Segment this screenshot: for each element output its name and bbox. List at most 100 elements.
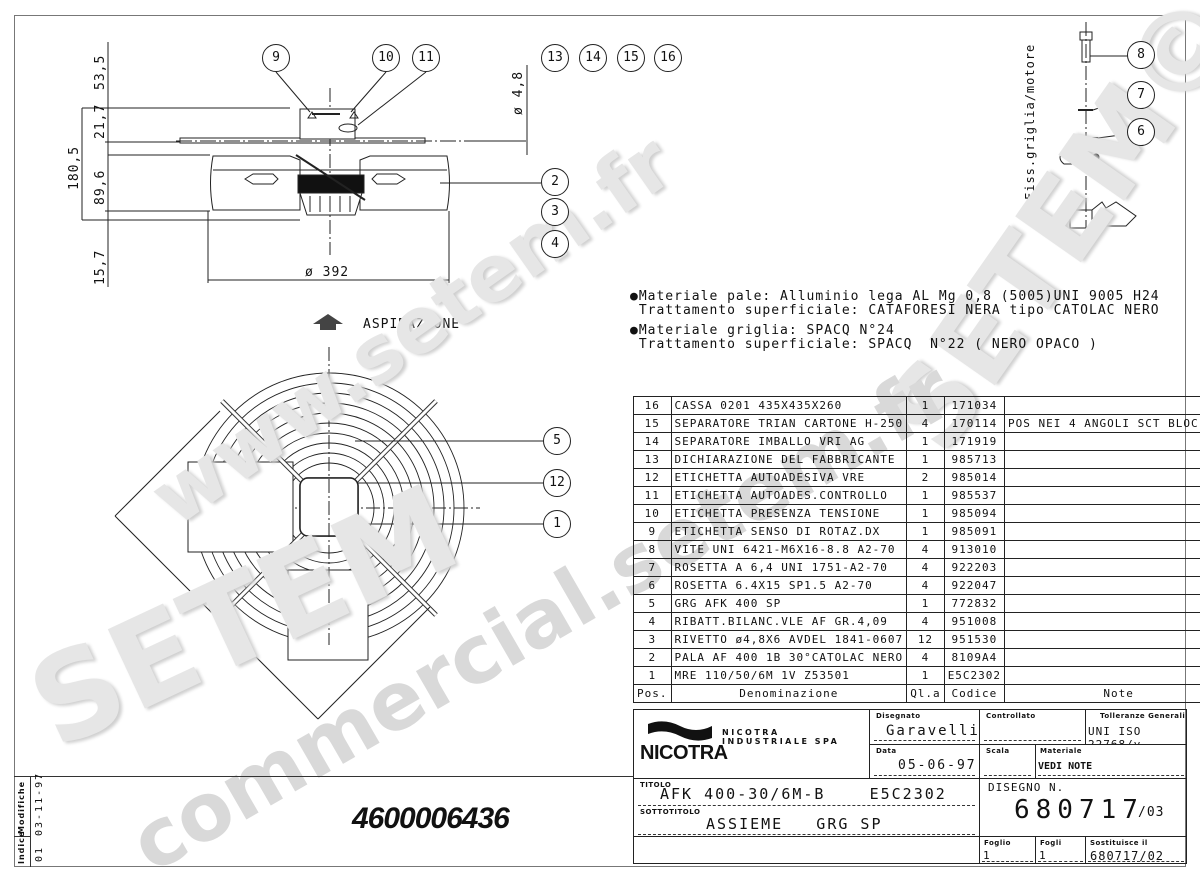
tolleranze-value: UNI ISO 22768/v: [1088, 725, 1186, 745]
header-quantita: Ql.a: [907, 685, 945, 703]
cell-cod: 171034: [944, 397, 1004, 415]
sottotitolo-value: ASSIEME GRG SP: [706, 815, 883, 833]
empty-cell: [633, 836, 980, 864]
foglio-cell: Foglio 1: [979, 836, 1036, 864]
cell-note: [1005, 613, 1200, 631]
header-denominazione: Denominazione: [671, 685, 907, 703]
cell-cod: 922047: [944, 577, 1004, 595]
cell-qta: 1: [907, 397, 945, 415]
cell-pos: 8: [634, 541, 672, 559]
cell-den: PALA AF 400 1B 30°CATOLAC NERO: [671, 649, 907, 667]
tolleranze-label: Tolleranze Generali: [1100, 712, 1185, 720]
cell-note: [1005, 631, 1200, 649]
data-cell: Data 05-06-97: [869, 744, 980, 779]
cell-cod: 8109A4: [944, 649, 1004, 667]
dim-180-5: 180,5: [67, 146, 82, 190]
cell-note: [1005, 541, 1200, 559]
cell-pos: 15: [634, 415, 672, 433]
balloon-13: 13: [541, 44, 569, 72]
data-label: Data: [876, 747, 897, 755]
nicotra-logo-wave-icon: [646, 720, 716, 742]
cell-pos: 9: [634, 523, 672, 541]
balloon-11: 11: [412, 44, 440, 72]
foglio-label: Foglio: [984, 839, 1011, 847]
cell-pos: 3: [634, 631, 672, 649]
note-line-3: ●Materiale griglia: SPACQ N°24: [630, 324, 1160, 338]
balloon-4: 4: [541, 230, 569, 258]
cell-qta: 12: [907, 631, 945, 649]
fogli-cell: Fogli 1: [1035, 836, 1086, 864]
cell-cod: 170114: [944, 415, 1004, 433]
revision-divider: [30, 776, 31, 867]
cell-note: [1005, 433, 1200, 451]
cell-qta: 4: [907, 577, 945, 595]
cell-den: ROSETTA A 6,4 UNI 1751-A2-70: [671, 559, 907, 577]
dim-15-7: 15,7: [93, 250, 108, 285]
cell-pos: 16: [634, 397, 672, 415]
dim-diameter-392: ø 392: [305, 265, 349, 280]
scala-cell: Scala: [979, 744, 1036, 779]
note-line-2: Trattamento superficiale: CATAFORESI NER…: [630, 304, 1160, 318]
balloon-15: 15: [617, 44, 645, 72]
cell-qta: 1: [907, 595, 945, 613]
scala-label: Scala: [986, 747, 1010, 755]
cell-den: ETICHETTA PRESENZA TENSIONE: [671, 505, 907, 523]
cell-qta: 1: [907, 523, 945, 541]
material-notes: ●Materiale pale: Alluminio lega AL Mg 0,…: [630, 290, 1160, 352]
cell-qta: 1: [907, 505, 945, 523]
cell-qta: 1: [907, 433, 945, 451]
cell-cod: 171919: [944, 433, 1004, 451]
balloon-7: 7: [1127, 81, 1155, 109]
balloon-9: 9: [262, 44, 290, 72]
indice-label: Indice: [17, 831, 26, 864]
cell-qta: 4: [907, 649, 945, 667]
disegnato-value: Garavelli: [886, 723, 980, 739]
disegno-label: DISEGNO N.: [988, 781, 1064, 794]
company-block: NICOTRA NICOTRA INDUSTRIALE SPA: [633, 709, 870, 779]
disegno-number: 680717: [1014, 795, 1144, 825]
airflow-label: ASPIRAZIONE: [363, 317, 460, 332]
revision-block: [14, 776, 634, 867]
sottotitolo-label: SOTTOTITOLO: [640, 808, 700, 816]
disegnato-cell: Disegnato Garavelli: [869, 709, 980, 745]
cell-den: DICHIARAZIONE DEL FABBRICANTE: [671, 451, 907, 469]
cell-cod: 985537: [944, 487, 1004, 505]
materiale-cell: Materiale VEDI NOTE: [1035, 744, 1187, 779]
cell-qta: 1: [907, 487, 945, 505]
cell-den: RIBATT.BILANC.VLE AF GR.4,09: [671, 613, 907, 631]
cell-note: POS NEI 4 ANGOLI SCT BLOC GRG: [1005, 415, 1200, 433]
cell-cod: 951530: [944, 631, 1004, 649]
cell-note: [1005, 649, 1200, 667]
dim-21-7: 21,7: [93, 104, 108, 139]
cell-note: [1005, 595, 1200, 613]
header-codice: Codice: [944, 685, 1004, 703]
cell-den: GRG AFK 400 SP: [671, 595, 907, 613]
cell-cod: 985713: [944, 451, 1004, 469]
controllato-cell: Controllato: [979, 709, 1086, 745]
cell-pos: 1: [634, 667, 672, 685]
cell-den: ETICHETTA AUTOADES.CONTROLLO: [671, 487, 907, 505]
cell-cod: 985014: [944, 469, 1004, 487]
cell-den: ETICHETTA AUTOADESIVA VRE: [671, 469, 907, 487]
materiale-value: VEDI NOTE: [1038, 761, 1092, 772]
part-number: 4600006436: [352, 802, 509, 836]
cell-note: [1005, 577, 1200, 595]
cell-pos: 14: [634, 433, 672, 451]
titolo-value: AFK 400-30/6M-B E5C2302: [660, 785, 947, 803]
cell-den: CASSA 0201 435X435X260: [671, 397, 907, 415]
cell-qta: 4: [907, 541, 945, 559]
cell-den: ETICHETTA SENSO DI ROTAZ.DX: [671, 523, 907, 541]
cell-pos: 10: [634, 505, 672, 523]
materiale-label: Materiale: [1040, 747, 1082, 755]
tolleranze-cell: Tolleranze Generali UNI ISO 22768/v: [1085, 709, 1187, 745]
balloon-14: 14: [579, 44, 607, 72]
balloon-3: 3: [541, 198, 569, 226]
